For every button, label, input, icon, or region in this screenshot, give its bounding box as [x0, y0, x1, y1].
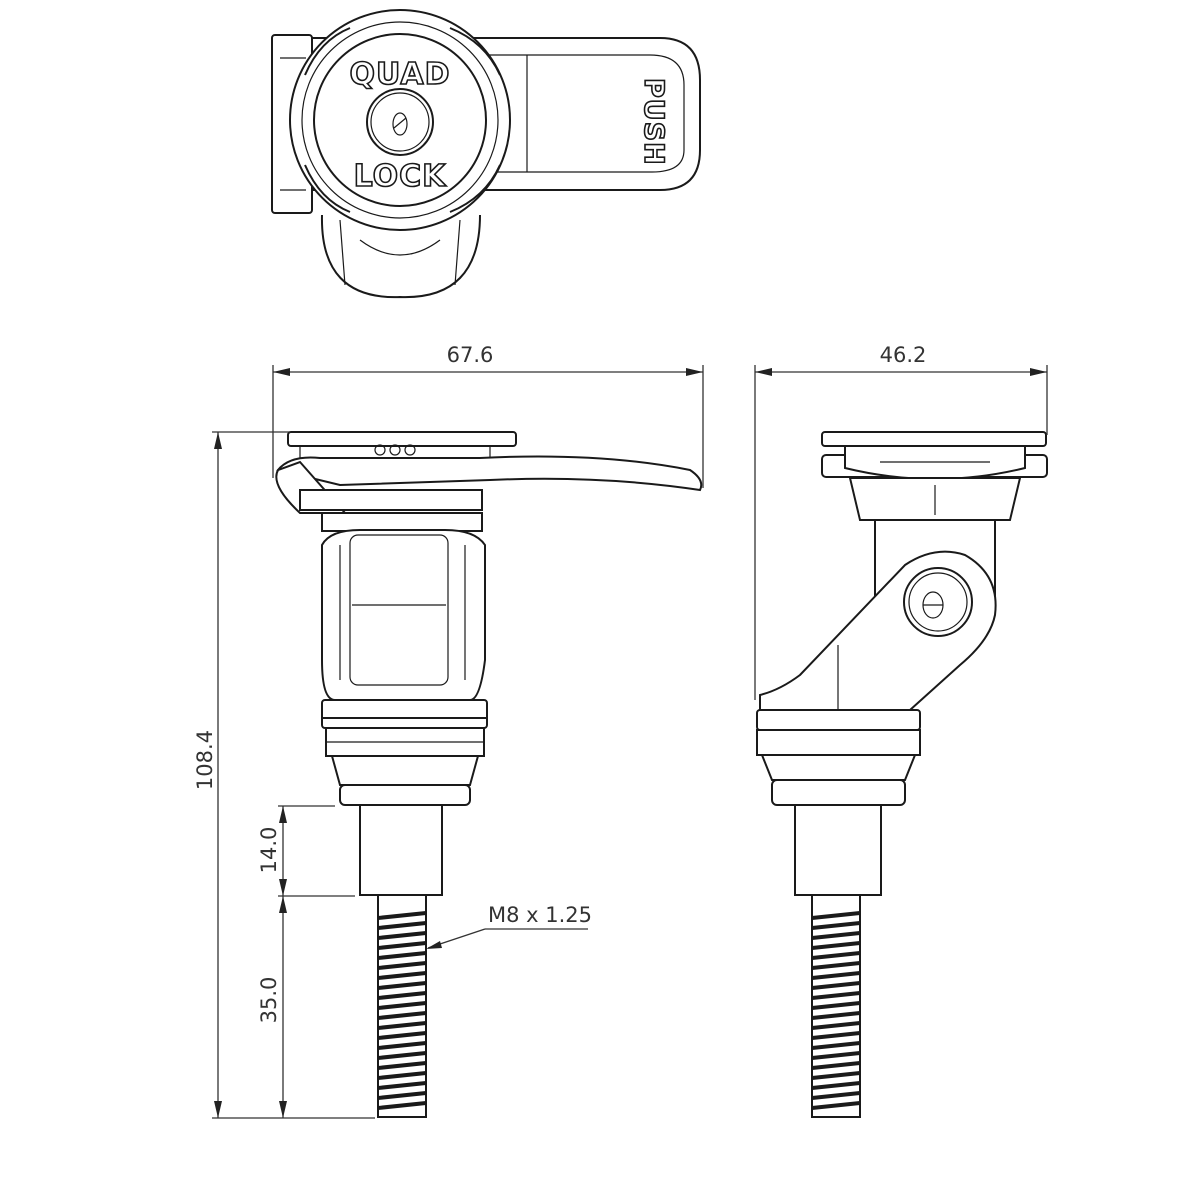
- front-view: [275, 431, 703, 1118]
- dimension-108-4: 108.4: [193, 431, 375, 1119]
- dim-side-width: 46.2: [880, 343, 927, 367]
- dim-shank-height: 14.0: [257, 827, 281, 874]
- thread-spec-label: M8 x 1.25: [488, 903, 592, 927]
- dimension-46-2: 46.2: [754, 343, 1048, 700]
- dimension-14-0: 14.0: [257, 805, 355, 897]
- logo-quad-text: QUAD: [349, 57, 450, 92]
- dimension-35-0: 35.0: [257, 896, 287, 1118]
- thread-callout: M8 x 1.25: [426, 903, 592, 949]
- dimension-67-6: 67.6: [272, 343, 704, 488]
- logo-lock-text: LOCK: [354, 159, 448, 194]
- dim-overall-height: 108.4: [193, 730, 217, 790]
- side-view: [756, 431, 1048, 1118]
- side-thread: [811, 911, 861, 1110]
- push-label: PUSH: [638, 78, 669, 166]
- dim-front-width: 67.6: [447, 343, 494, 367]
- front-thread: [377, 911, 427, 1110]
- top-view: QUAD LOCK PUSH: [271, 9, 701, 299]
- dim-thread-length: 35.0: [257, 977, 281, 1024]
